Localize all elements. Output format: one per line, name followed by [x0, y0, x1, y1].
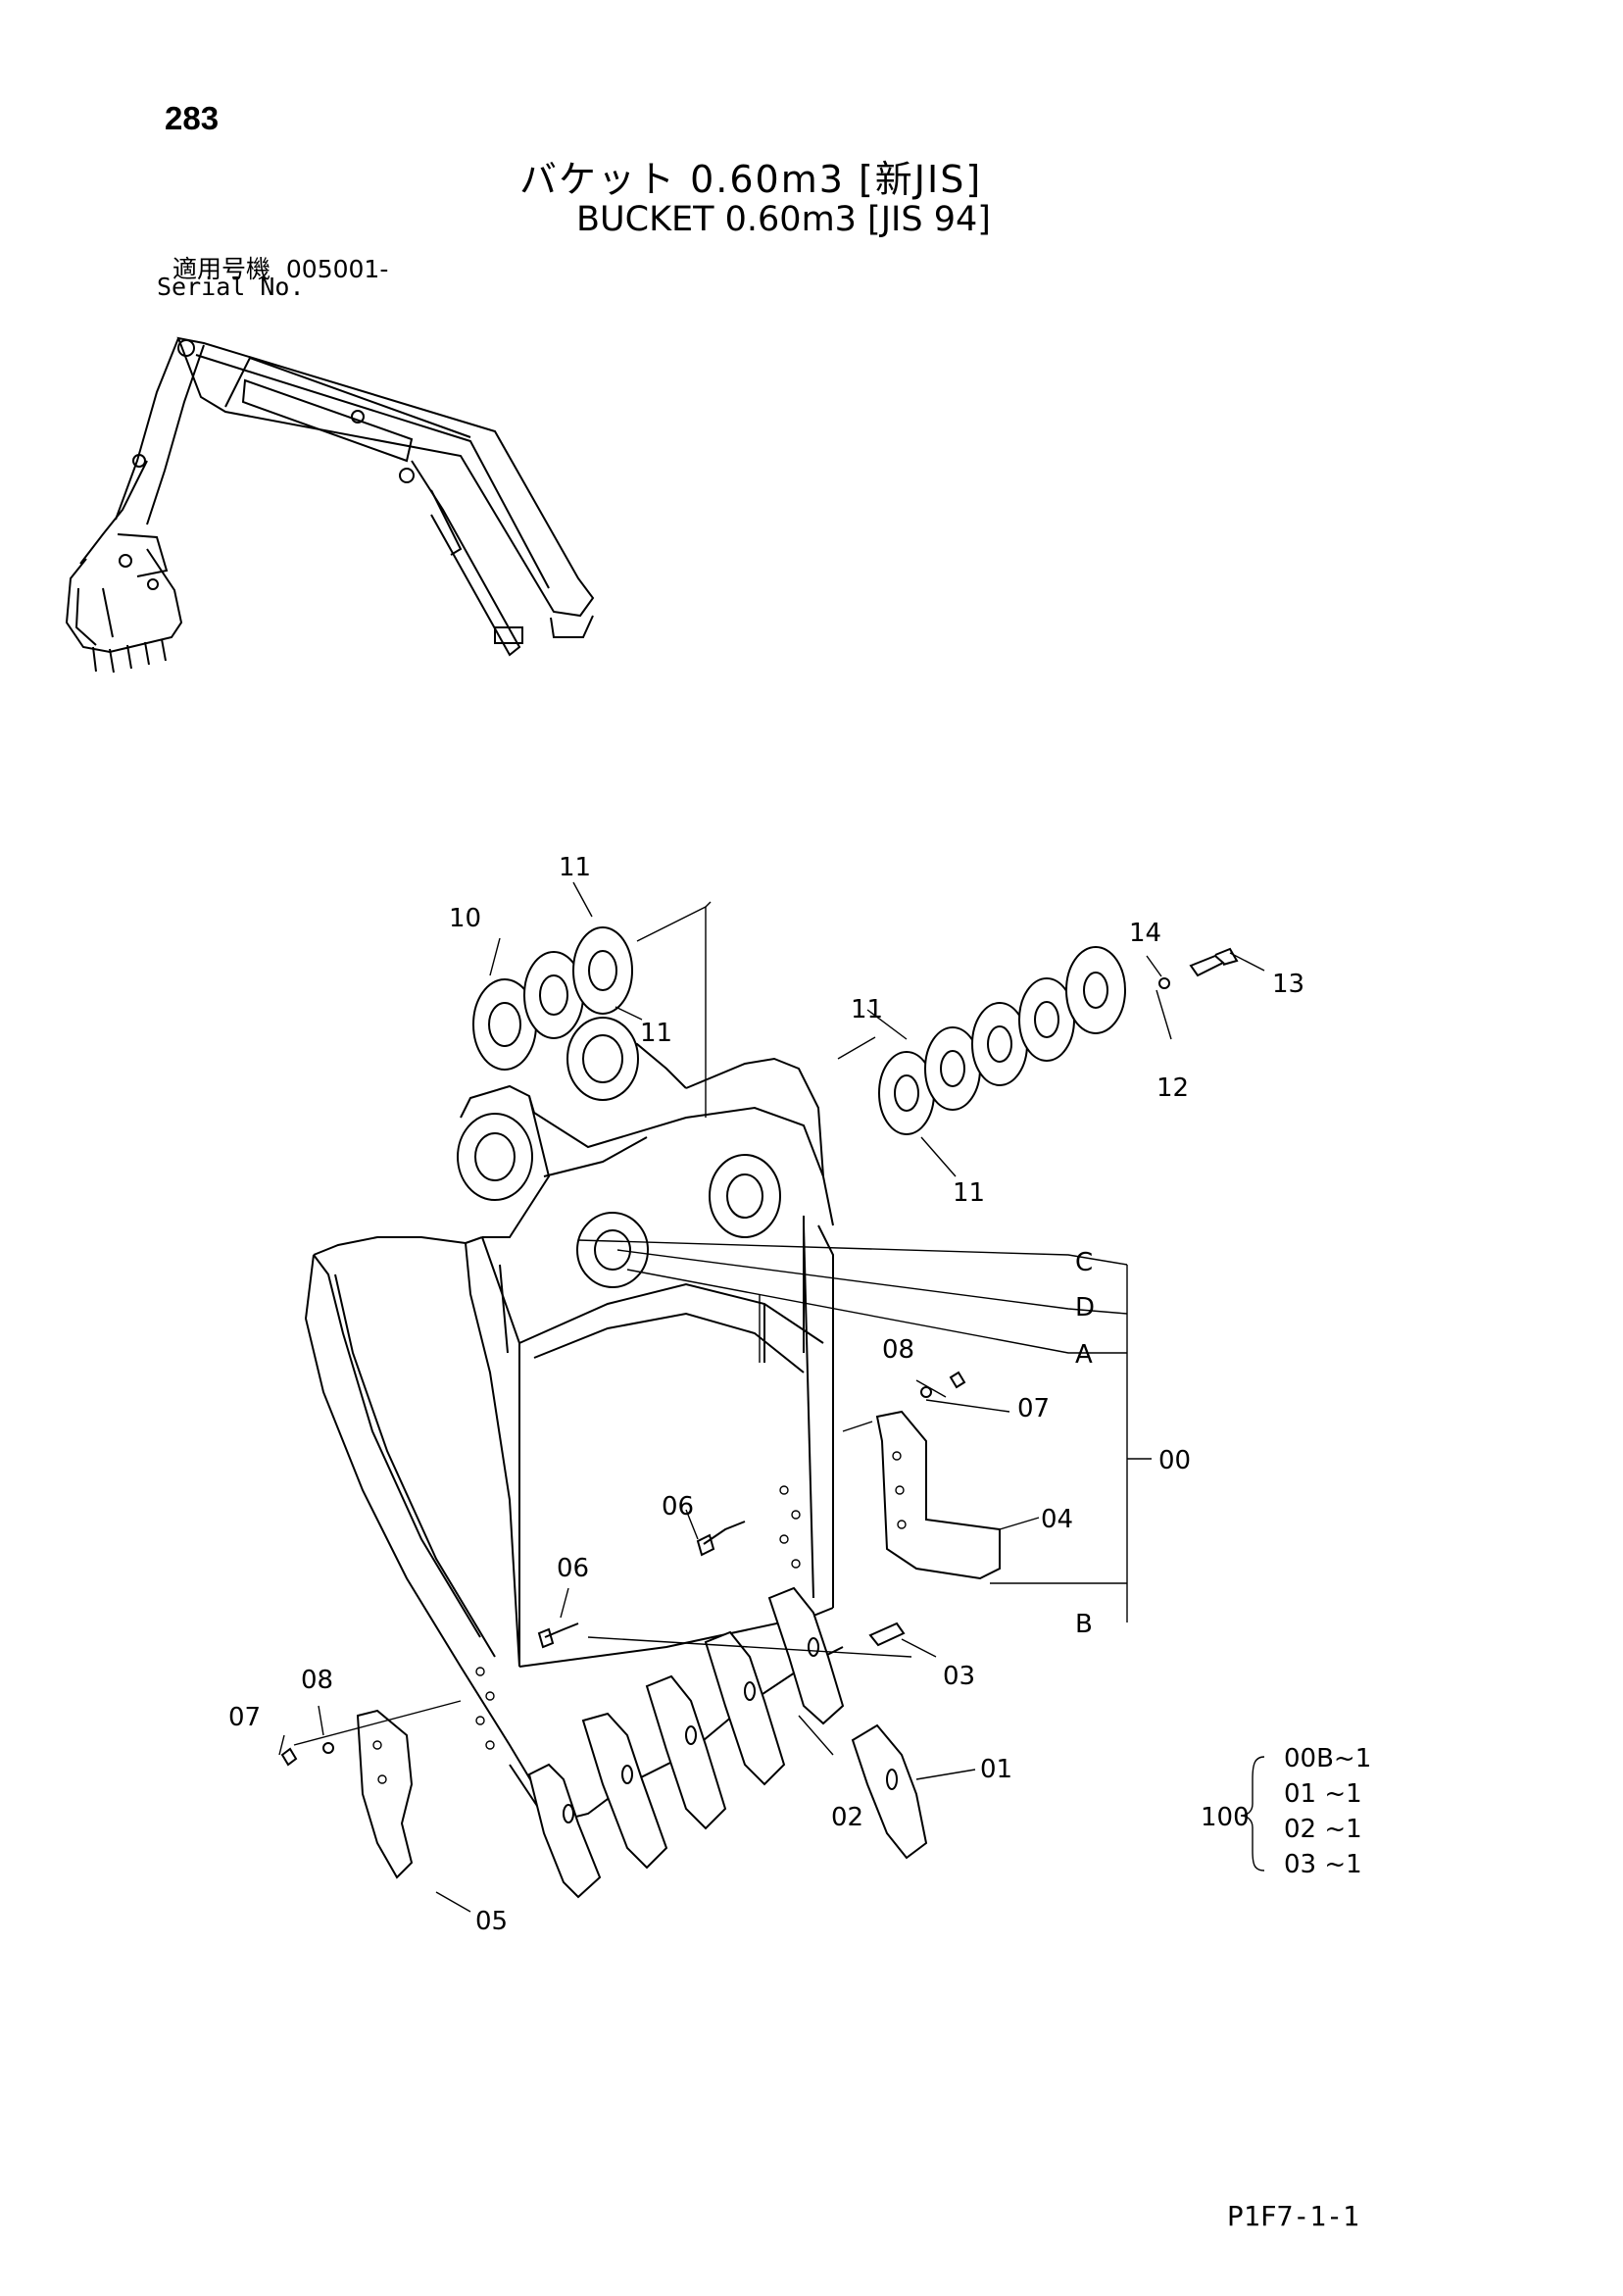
kit-item: 02 ~1	[1284, 1815, 1362, 1844]
callout-06: 06	[662, 1492, 694, 1522]
callout-02: 02	[831, 1803, 863, 1832]
kit-listing: 100 00B~1 01 ~1 02 ~1 03 ~1	[1201, 1744, 1371, 1879]
leader-lines	[278, 881, 1265, 1913]
callout-13: 13	[1272, 970, 1304, 999]
bolt-06-upper	[696, 1521, 746, 1557]
serial-label-japanese: 適用号機 005001-	[172, 255, 389, 283]
callout-01: 01	[980, 1755, 1012, 1784]
callout-03: 03	[943, 1662, 975, 1691]
callout-d: D	[1075, 1293, 1095, 1323]
callout-a: A	[1075, 1340, 1093, 1370]
callout-b: B	[1075, 1610, 1093, 1639]
callout-labels: 11 10 11 11 11 14 13 12 C D A B 00 08 07…	[228, 853, 1304, 1936]
kit-item: 00B~1	[1284, 1744, 1371, 1773]
bolt-06-lower	[537, 1622, 579, 1649]
callout-07: 07	[1017, 1394, 1050, 1423]
side-cutter-right	[875, 1371, 1001, 1580]
callout-06: 06	[557, 1554, 589, 1583]
callout-08: 08	[882, 1335, 914, 1365]
side-cutter-left	[280, 1709, 414, 1879]
bucket-assembly-drawing	[304, 1017, 845, 1899]
callout-00: 00	[1158, 1446, 1191, 1475]
kit-item: 01 ~1	[1284, 1779, 1362, 1809]
callout-11: 11	[559, 853, 591, 882]
callout-07: 07	[228, 1703, 261, 1732]
tooth-01-loose	[851, 1723, 928, 1860]
callout-04: 04	[1041, 1505, 1073, 1534]
page-title-japanese: バケット 0.60m3 [新JIS]	[519, 158, 983, 201]
callout-05: 05	[475, 1907, 508, 1936]
page-number: 283	[165, 100, 220, 136]
callout-11: 11	[640, 1019, 672, 1048]
shim-stack-right	[878, 946, 1239, 1135]
shim-stack-left	[472, 926, 633, 1071]
excavator-overview-drawing	[65, 336, 595, 674]
pin-03	[868, 1622, 906, 1647]
kit-item: 03 ~1	[1284, 1850, 1362, 1879]
callout-12: 12	[1156, 1073, 1189, 1103]
kit-label: 100	[1201, 1803, 1250, 1832]
page-code: P1F7-1-1	[1227, 2200, 1359, 2232]
callout-11: 11	[851, 995, 883, 1024]
callout-08: 08	[301, 1666, 333, 1695]
page-title-english: BUCKET 0.60m3 [JIS 94]	[576, 200, 991, 239]
callout-14: 14	[1129, 919, 1161, 948]
callout-10: 10	[449, 904, 481, 933]
serial-label-english: Serial No.	[157, 273, 305, 301]
callout-11: 11	[953, 1178, 985, 1208]
callout-c: C	[1075, 1248, 1093, 1277]
